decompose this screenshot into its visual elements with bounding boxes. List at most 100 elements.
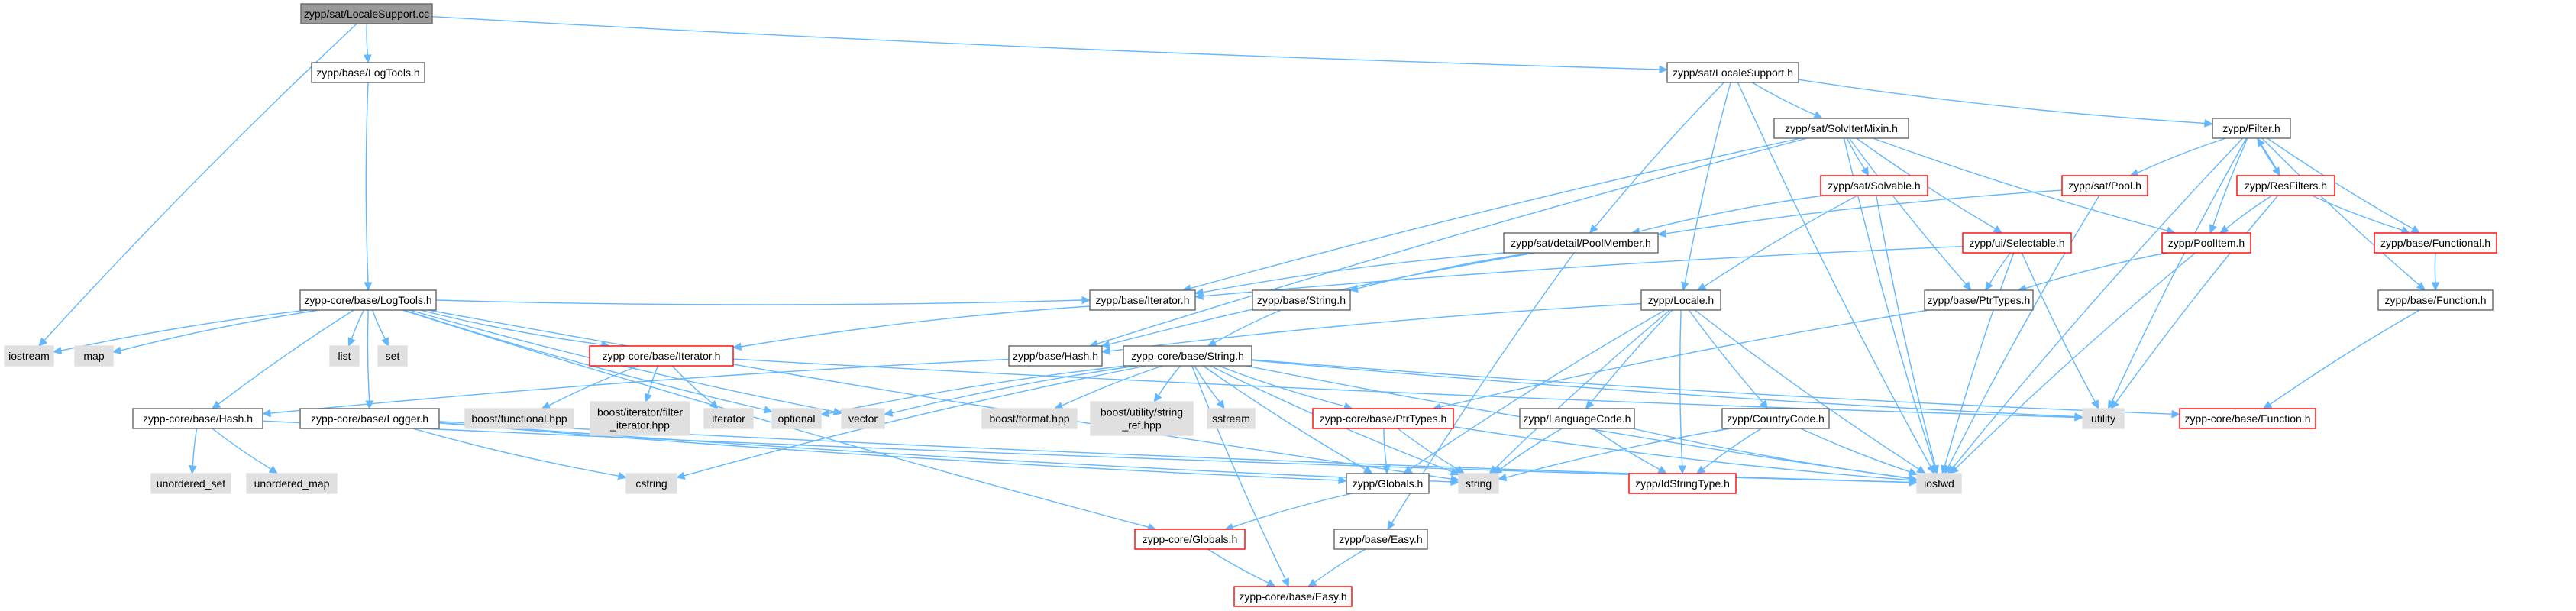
edge-line <box>270 358 1010 414</box>
graph-node-countrycode[interactable]: zypp/CountryCode.h <box>1721 408 1830 429</box>
node-label: iterator <box>712 412 745 425</box>
graph-node-solvable[interactable]: zypp/sat/Solvable.h <box>1820 175 1928 196</box>
dependency-edge-core_ptrtypes-to-string <box>1397 428 1465 474</box>
edge-arrowhead <box>819 409 830 418</box>
node-label: zypp-core/base/Hash.h <box>143 412 253 425</box>
dependency-edge-core_logger-to-cstring <box>412 428 628 480</box>
edge-arrowhead <box>2074 412 2084 421</box>
node-label: string <box>1466 477 1492 490</box>
dependency-edge-core_iterator-to-boost_iter_filter <box>644 365 659 403</box>
edge-line <box>1499 428 1563 470</box>
dependency-edge-core_ptrtypes-to-globals <box>1382 428 1391 475</box>
graph-node-idstringtype[interactable]: zypp/IdStringType.h <box>1628 473 1737 494</box>
dependency-edge-selectable-to-utility <box>2021 252 2099 410</box>
graph-node-core-logtools[interactable]: zypp-core/base/LogTools.h <box>299 289 437 311</box>
edge-line <box>1218 365 1346 407</box>
graph-node-functional[interactable]: zypp/base/Functional.h <box>2374 232 2497 254</box>
edge-arrowhead <box>364 54 372 64</box>
graph-node-root[interactable]: zypp/sat/LocaleSupport.cc <box>300 3 433 24</box>
edge-line <box>1798 79 2206 124</box>
dependency-edge-languagecode-to-iosfwd <box>1632 428 1918 483</box>
edge-arrowhead <box>1497 473 1508 482</box>
edge-arrowhead <box>1949 465 1959 474</box>
edge-line <box>1800 428 1910 473</box>
edge-arrowhead <box>189 465 197 475</box>
edge-line <box>684 365 1146 477</box>
edge-line <box>1947 195 2100 467</box>
graph-node-iosfwd: iosfwd <box>1916 473 1962 494</box>
dependency-edge-logtools-to-core_logtools <box>364 82 373 292</box>
edge-line <box>1592 428 1660 470</box>
node-label: zypp/LanguageCode.h <box>1524 412 1631 425</box>
dependency-edge-core_logtools-to-core_hash <box>211 309 354 409</box>
edge-arrowhead <box>268 465 279 474</box>
dependency-edge-filter-to-poolitem <box>2209 137 2248 234</box>
edge-line <box>671 365 713 404</box>
dependency-edge-core_logger-to-string <box>438 422 1460 487</box>
graph-node-core-iterator[interactable]: zypp-core/base/Iterator.h <box>589 345 734 367</box>
dependency-edge-core_string-to-vector <box>883 365 1136 417</box>
graph-node-core-string[interactable]: zypp-core/base/String.h <box>1123 345 1252 367</box>
graph-node-core-logger[interactable]: zypp-core/base/Logger.h <box>299 408 440 429</box>
node-box <box>74 345 114 367</box>
edge-arrowhead <box>1657 465 1667 474</box>
edge-arrowhead <box>1450 477 1460 487</box>
dependency-edge-filter-to-base_function <box>2261 137 2426 291</box>
graph-node-core-easy[interactable]: zypp-core/base/Easy.h <box>1233 586 1353 607</box>
graph-node-core-globals[interactable]: zypp-core/Globals.h <box>1134 529 1246 550</box>
edge-arrowhead <box>883 409 894 417</box>
edge-arrowhead <box>1492 465 1503 474</box>
node-box <box>2179 408 2316 429</box>
node-label: zypp/Globals.h <box>1353 477 1424 490</box>
graph-node-base-hash[interactable]: zypp/base/Hash.h <box>1008 345 1103 367</box>
dependency-edge-core_logtools-to-core_iterator <box>420 309 610 349</box>
graph-node-pool[interactable]: zypp/sat/Pool.h <box>2061 175 2148 196</box>
dependency-edge-core_logtools-to-map <box>112 309 320 354</box>
edge-line <box>1251 360 2076 418</box>
graph-node-base-string[interactable]: zypp/base/String.h <box>1252 289 1351 311</box>
graph-node-poolmember[interactable]: zypp/sat/detail/PoolMember.h <box>1503 232 1659 254</box>
graph-node-base-function[interactable]: zypp/base/Function.h <box>2377 289 2494 311</box>
graph-node-logtools[interactable]: zypp/base/LogTools.h <box>311 62 425 83</box>
graph-node-core-hash[interactable]: zypp-core/base/Hash.h <box>132 408 263 429</box>
edge-arrowhead <box>644 393 652 403</box>
node-box <box>1519 408 1635 429</box>
graph-node-core-ptrtypes[interactable]: zypp-core/base/PtrTypes.h <box>1312 408 1454 429</box>
node-box <box>2161 232 2251 254</box>
dependency-edge-base_iterator-to-core_iterator <box>732 306 1091 351</box>
graph-node-selectable[interactable]: zypp/ui/Selectable.h <box>1962 232 2072 254</box>
edge-line <box>648 365 659 395</box>
graph-node-set: set <box>377 345 408 367</box>
graph-node-poolitem[interactable]: zypp/PoolItem.h <box>2161 232 2251 254</box>
edge-line <box>428 309 1452 480</box>
graph-node-locale[interactable]: zypp/Locale.h <box>1640 289 1721 311</box>
dependency-edge-poolitem-to-base_ptrtypes <box>2017 252 2167 293</box>
node-box <box>132 408 263 429</box>
node-label: zypp/base/Function.h <box>2384 294 2486 306</box>
node-label: zypp/sat/detail/PoolMember.h <box>1511 237 1651 249</box>
dependency-edge-functional-to-base_function <box>2431 252 2440 292</box>
graph-node-iterator: iterator <box>703 408 754 429</box>
graph-node-languagecode[interactable]: zypp/LanguageCode.h <box>1519 408 1635 429</box>
node-box <box>299 408 440 429</box>
graph-node-localesupport-h[interactable]: zypp/sat/LocaleSupport.h <box>1666 62 1799 83</box>
edge-line <box>1383 428 1388 467</box>
node-box <box>246 473 338 494</box>
edge-line <box>1232 493 1353 528</box>
graph-node-filter[interactable]: zypp/Filter.h <box>2212 118 2291 139</box>
node-box <box>299 289 437 311</box>
edge-line <box>2115 195 2279 403</box>
edge-line <box>1679 309 1683 467</box>
graph-node-base-easy[interactable]: zypp/base/Easy.h <box>1333 529 1428 550</box>
graph-node-core-function[interactable]: zypp-core/base/Function.h <box>2179 408 2316 429</box>
edge-line <box>548 365 639 406</box>
graph-node-base-ptrtypes[interactable]: zypp/base/PtrTypes.h <box>1924 289 2034 311</box>
graph-node-solvitermixin[interactable]: zypp/sat/SolvIterMixin.h <box>1773 118 1909 139</box>
graph-node-resfilters[interactable]: zypp/ResFilters.h <box>2236 175 2335 196</box>
graph-node-globals[interactable]: zypp/Globals.h <box>1346 473 1430 494</box>
node-box <box>377 345 408 367</box>
graph-node-base-iterator[interactable]: zypp/base/Iterator.h <box>1089 289 1196 311</box>
edge-line <box>732 358 2076 419</box>
node-label: iostream <box>8 350 50 362</box>
edge-line <box>1409 309 1666 470</box>
